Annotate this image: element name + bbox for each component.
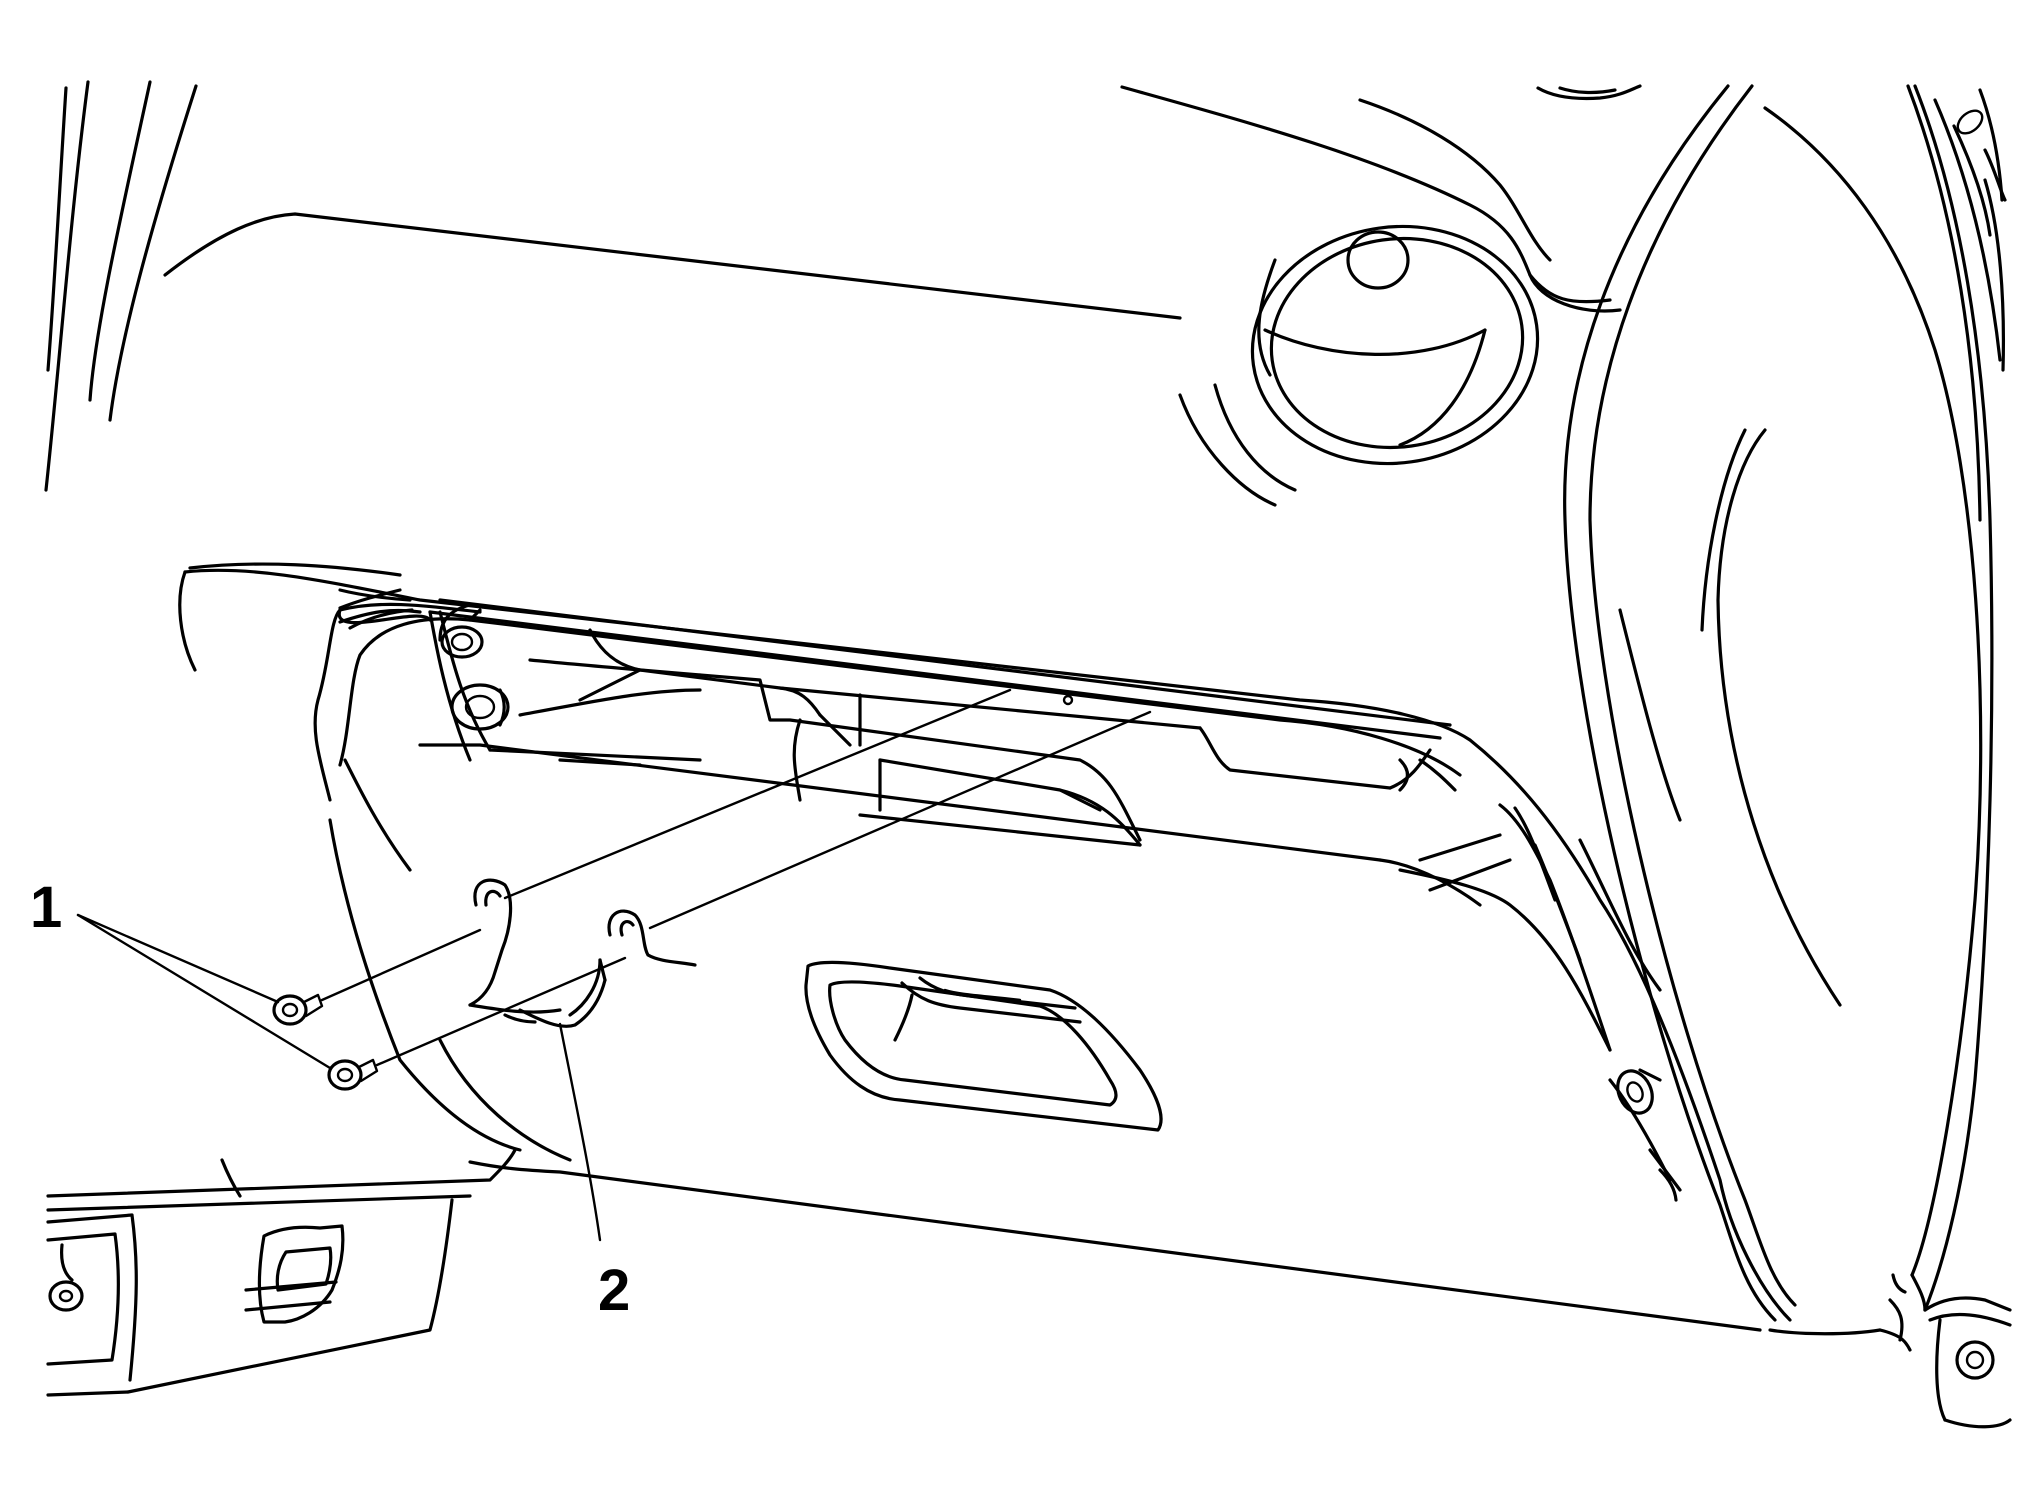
lower-left-panel — [46, 1148, 517, 1397]
screw-upper — [272, 928, 482, 1026]
upper-trim-details — [1536, 84, 2007, 237]
dash-left-edge — [44, 80, 198, 492]
glovebox-door — [183, 568, 1792, 1322]
callout-leaders — [76, 913, 602, 1242]
upper-dash-panel — [163, 85, 1622, 320]
glovebox-hinge — [1498, 803, 1682, 1202]
glovebox-opening — [188, 562, 1457, 847]
dash-end-panel — [1563, 84, 2006, 1322]
air-vent — [1178, 224, 1540, 507]
lower-dash — [468, 1160, 2012, 1429]
door-tethers — [503, 688, 1152, 930]
callout-2-label: 2 — [598, 1258, 630, 1323]
glovebox-latch — [804, 960, 1163, 1132]
callout-1-label: 1 — [30, 875, 62, 940]
screws — [272, 928, 627, 1091]
dash-left-lower — [178, 570, 414, 672]
screw-lower — [327, 956, 627, 1091]
door-retainer-clips — [468, 878, 697, 1028]
